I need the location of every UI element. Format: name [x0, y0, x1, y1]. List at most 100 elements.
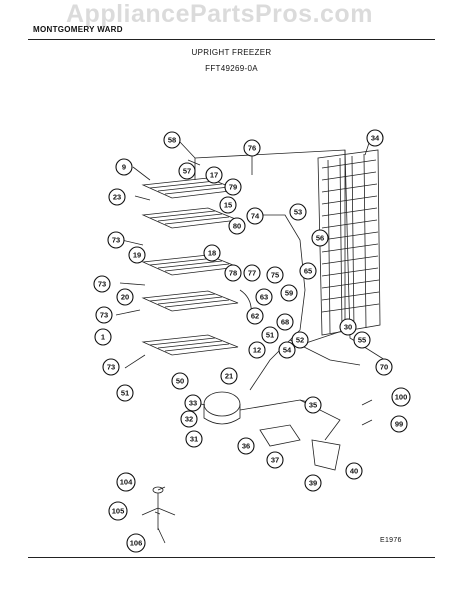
- callout-label: 34: [371, 134, 380, 143]
- callout-52: 52: [291, 331, 309, 349]
- callout-18: 18: [203, 244, 221, 262]
- callout-105: 105: [108, 501, 128, 521]
- callout-label: 1: [101, 333, 105, 342]
- model-number: FFT49269-0A: [205, 64, 258, 73]
- callout-label: 23: [113, 193, 121, 202]
- callout-34: 34: [366, 129, 384, 147]
- callout-label: 18: [208, 249, 216, 258]
- callout-23: 23: [108, 188, 126, 206]
- callout-label: 73: [98, 280, 106, 289]
- callout-50: 50: [171, 372, 189, 390]
- callout-label: 65: [304, 267, 312, 276]
- callout-label: 36: [242, 442, 250, 451]
- callout-label: 40: [350, 467, 358, 476]
- callout-74: 74: [246, 207, 264, 225]
- callout-label: 20: [121, 293, 129, 302]
- callout-label: 56: [316, 234, 324, 243]
- callout-76: 76: [243, 139, 261, 157]
- callout-label: 15: [224, 201, 232, 210]
- callout-12: 12: [248, 341, 266, 359]
- callout-label: 75: [271, 271, 279, 280]
- callout-31: 31: [185, 430, 203, 448]
- callout-58: 58: [163, 131, 181, 149]
- callout-54: 54: [278, 341, 296, 359]
- callout-label: 51: [121, 389, 129, 398]
- callout-label: 58: [168, 136, 176, 145]
- watermark: AppliancePartsPros.com: [66, 0, 373, 28]
- callout-label: 63: [260, 293, 268, 302]
- diagram-title: UPRIGHT FREEZER: [191, 48, 272, 57]
- callout-label: 54: [283, 346, 292, 355]
- callout-73: 73: [107, 231, 125, 249]
- callout-label: 80: [233, 222, 241, 231]
- callout-label: 73: [107, 363, 115, 372]
- callout-label: 73: [100, 311, 108, 320]
- callout-label: 17: [210, 171, 218, 180]
- callout-57: 57: [178, 162, 196, 180]
- callout-21: 21: [220, 367, 238, 385]
- callout-label: 62: [251, 312, 259, 321]
- callout-15: 15: [219, 196, 237, 214]
- callout-56: 56: [311, 229, 329, 247]
- callout-63: 63: [255, 288, 273, 306]
- callout-51: 51: [116, 384, 134, 402]
- callout-55: 55: [353, 331, 371, 349]
- callout-label: 79: [229, 183, 237, 192]
- callout-label: 100: [395, 393, 408, 402]
- callout-39: 39: [304, 474, 322, 492]
- callout-label: 52: [296, 336, 304, 345]
- callout-label: 76: [248, 144, 256, 153]
- callout-35: 35: [304, 396, 322, 414]
- callout-label: 33: [189, 399, 197, 408]
- callout-label: 73: [112, 236, 120, 245]
- callout-label: 74: [251, 212, 260, 221]
- callout-label: 32: [185, 415, 193, 424]
- callout-label: 106: [130, 539, 143, 548]
- callout-label: 68: [281, 318, 289, 327]
- callout-78: 78: [224, 264, 242, 282]
- callout-17: 17: [205, 166, 223, 184]
- callout-62: 62: [246, 307, 264, 325]
- callout-label: 19: [133, 251, 141, 260]
- callout-104: 104: [116, 472, 136, 492]
- callout-label: 12: [253, 346, 261, 355]
- callout-73: 73: [93, 275, 111, 293]
- callout-label: 37: [271, 456, 279, 465]
- callout-label: 35: [309, 401, 317, 410]
- callout-label: 78: [229, 269, 237, 278]
- callout-73: 73: [102, 358, 120, 376]
- callout-label: 59: [285, 289, 293, 298]
- header-rule: [28, 39, 435, 40]
- callout-36: 36: [237, 437, 255, 455]
- callout-65: 65: [299, 262, 317, 280]
- callout-99: 99: [390, 415, 408, 433]
- callout-label: 21: [225, 372, 233, 381]
- callout-label: 57: [183, 167, 191, 176]
- brand-label: MONTGOMERY WARD: [33, 25, 123, 34]
- callout-33: 33: [184, 394, 202, 412]
- callout-53: 53: [289, 203, 307, 221]
- callout-37: 37: [266, 451, 284, 469]
- callout-68: 68: [276, 313, 294, 331]
- callout-label: 105: [112, 507, 125, 516]
- footer-rule: [28, 557, 435, 558]
- diagram-code: E1976: [380, 537, 402, 544]
- callout-label: 51: [266, 331, 274, 340]
- callout-80: 80: [228, 217, 246, 235]
- callout-label: 30: [344, 323, 352, 332]
- callout-label: 55: [358, 336, 366, 345]
- callout-label: 77: [248, 269, 256, 278]
- callout-label: 99: [395, 420, 403, 429]
- callout-106: 106: [126, 533, 146, 553]
- callout-label: 50: [176, 377, 184, 386]
- callout-73: 73: [95, 306, 113, 324]
- callout-20: 20: [116, 288, 134, 306]
- callout-label: 53: [294, 208, 302, 217]
- callout-1: 1: [94, 328, 112, 346]
- callout-label: 104: [120, 478, 133, 487]
- callout-30: 30: [339, 318, 357, 336]
- callout-label: 31: [190, 435, 198, 444]
- callout-70: 70: [375, 358, 393, 376]
- callout-9: 9: [115, 158, 133, 176]
- callout-77: 77: [243, 264, 261, 282]
